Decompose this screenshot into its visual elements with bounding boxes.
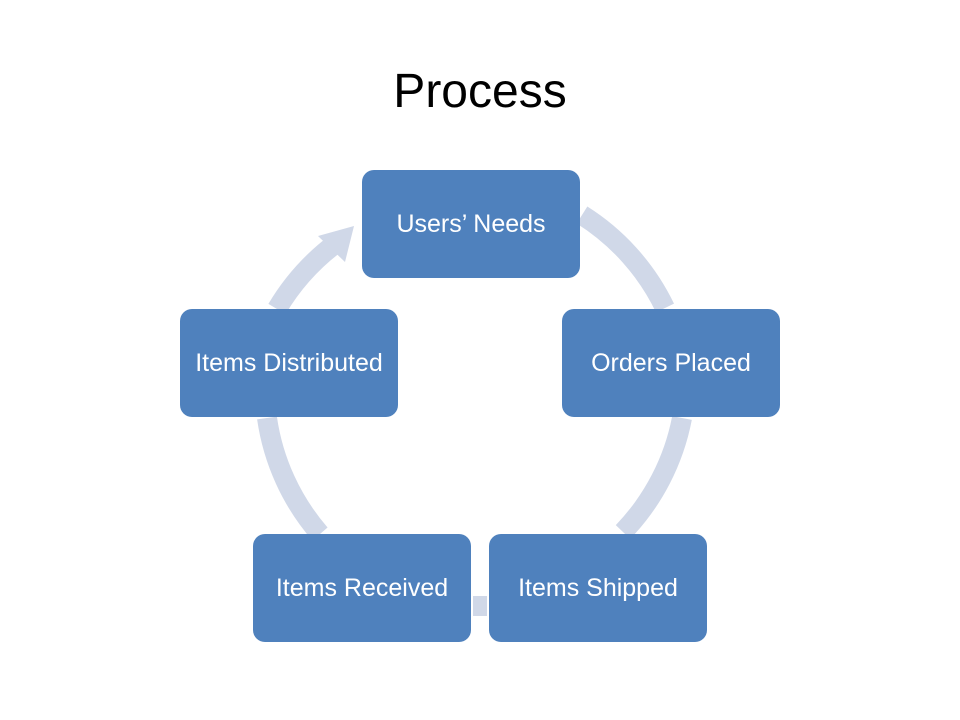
cycle-step-items-shipped: Items Shipped xyxy=(489,534,707,642)
cycle-step-orders-placed: Orders Placed xyxy=(562,309,780,417)
cycle-arrow-segment xyxy=(615,415,692,539)
cycle-step-label: Items Distributed xyxy=(195,349,383,377)
cycle-arrow-segment xyxy=(576,206,675,313)
cycle-step-users-needs: Users’ Needs xyxy=(362,170,580,278)
cycle-arrow-segment xyxy=(268,236,342,315)
cycle-arrow-segment xyxy=(257,416,328,541)
cycle-arrowhead xyxy=(318,226,354,262)
cycle-step-items-distributed: Items Distributed xyxy=(180,309,398,417)
cycle-step-items-received: Items Received xyxy=(253,534,471,642)
cycle-step-label: Items Shipped xyxy=(518,574,678,602)
slide-title: Process xyxy=(393,65,567,118)
cycle-step-label: Orders Placed xyxy=(591,349,751,377)
cycle-step-label: Items Received xyxy=(275,574,449,602)
cycle-step-label: Users’ Needs xyxy=(396,210,546,238)
